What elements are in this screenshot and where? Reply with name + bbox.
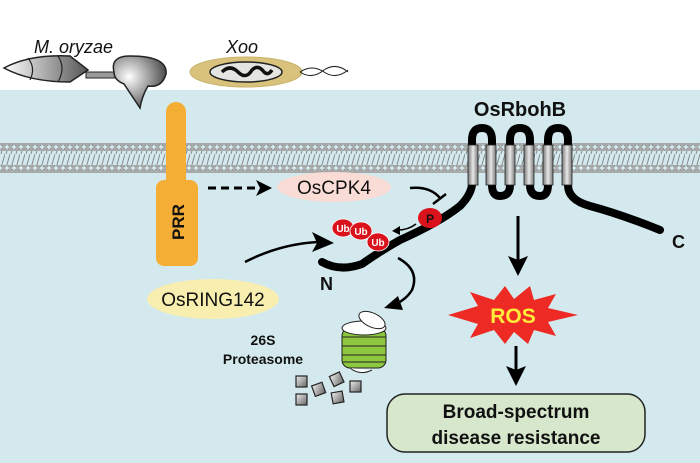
proteasome-label-line1: 26S xyxy=(251,332,276,348)
osring142-label: OsRING142 xyxy=(161,290,264,311)
arrowhead xyxy=(256,180,272,196)
ubiquitination-arrow xyxy=(244,240,319,264)
outcome-line1: Broad-spectrum xyxy=(443,402,590,423)
c-terminus-label: C xyxy=(672,232,685,252)
prr-receptor xyxy=(156,102,198,266)
ubiquitin-label: Ub xyxy=(371,238,384,249)
ros-burst xyxy=(448,286,578,344)
ubiquitin-label: Ub xyxy=(336,224,349,235)
outcome-box xyxy=(386,393,646,453)
osrbohb-label: OsRbohB xyxy=(474,99,566,121)
osrbohb-protein xyxy=(318,124,664,272)
small-arrowhead xyxy=(392,226,400,235)
osring142-bubble xyxy=(147,279,279,319)
bacterium-icon xyxy=(189,56,349,88)
plasma-membrane xyxy=(0,143,700,173)
phospho-label: P xyxy=(426,212,434,226)
peptide-fragments xyxy=(295,371,362,406)
prr-label: PRR xyxy=(169,204,188,240)
ubiquitin-label: Ub xyxy=(354,227,367,238)
outcome-line2: disease resistance xyxy=(431,428,600,449)
transmembrane-helices xyxy=(467,144,573,186)
phospho-badge xyxy=(418,208,442,228)
ros-label: ROS xyxy=(490,305,536,328)
oscpk4-bubble xyxy=(277,172,391,202)
arrowhead xyxy=(506,366,526,386)
ubiquitin-chain: Ub Ub Ub xyxy=(331,218,390,252)
bacterium-label: Xoo xyxy=(225,37,258,57)
arrowhead xyxy=(312,232,334,252)
inhibition-line xyxy=(409,186,441,199)
inhibition-bar xyxy=(432,193,447,205)
arrowhead xyxy=(384,296,403,310)
arrowhead xyxy=(508,256,528,276)
proteasome-label-line2: Proteasome xyxy=(223,351,303,367)
fungus-icon xyxy=(2,55,167,110)
proteasome-icon xyxy=(341,310,387,374)
n-terminus-label: N xyxy=(320,274,333,294)
ubiquitin-badge xyxy=(366,232,390,252)
ubiquitin-badge xyxy=(349,221,373,241)
fungus-label: M. oryzae xyxy=(34,37,113,57)
oscpk4-label: OsCPK4 xyxy=(297,178,371,199)
